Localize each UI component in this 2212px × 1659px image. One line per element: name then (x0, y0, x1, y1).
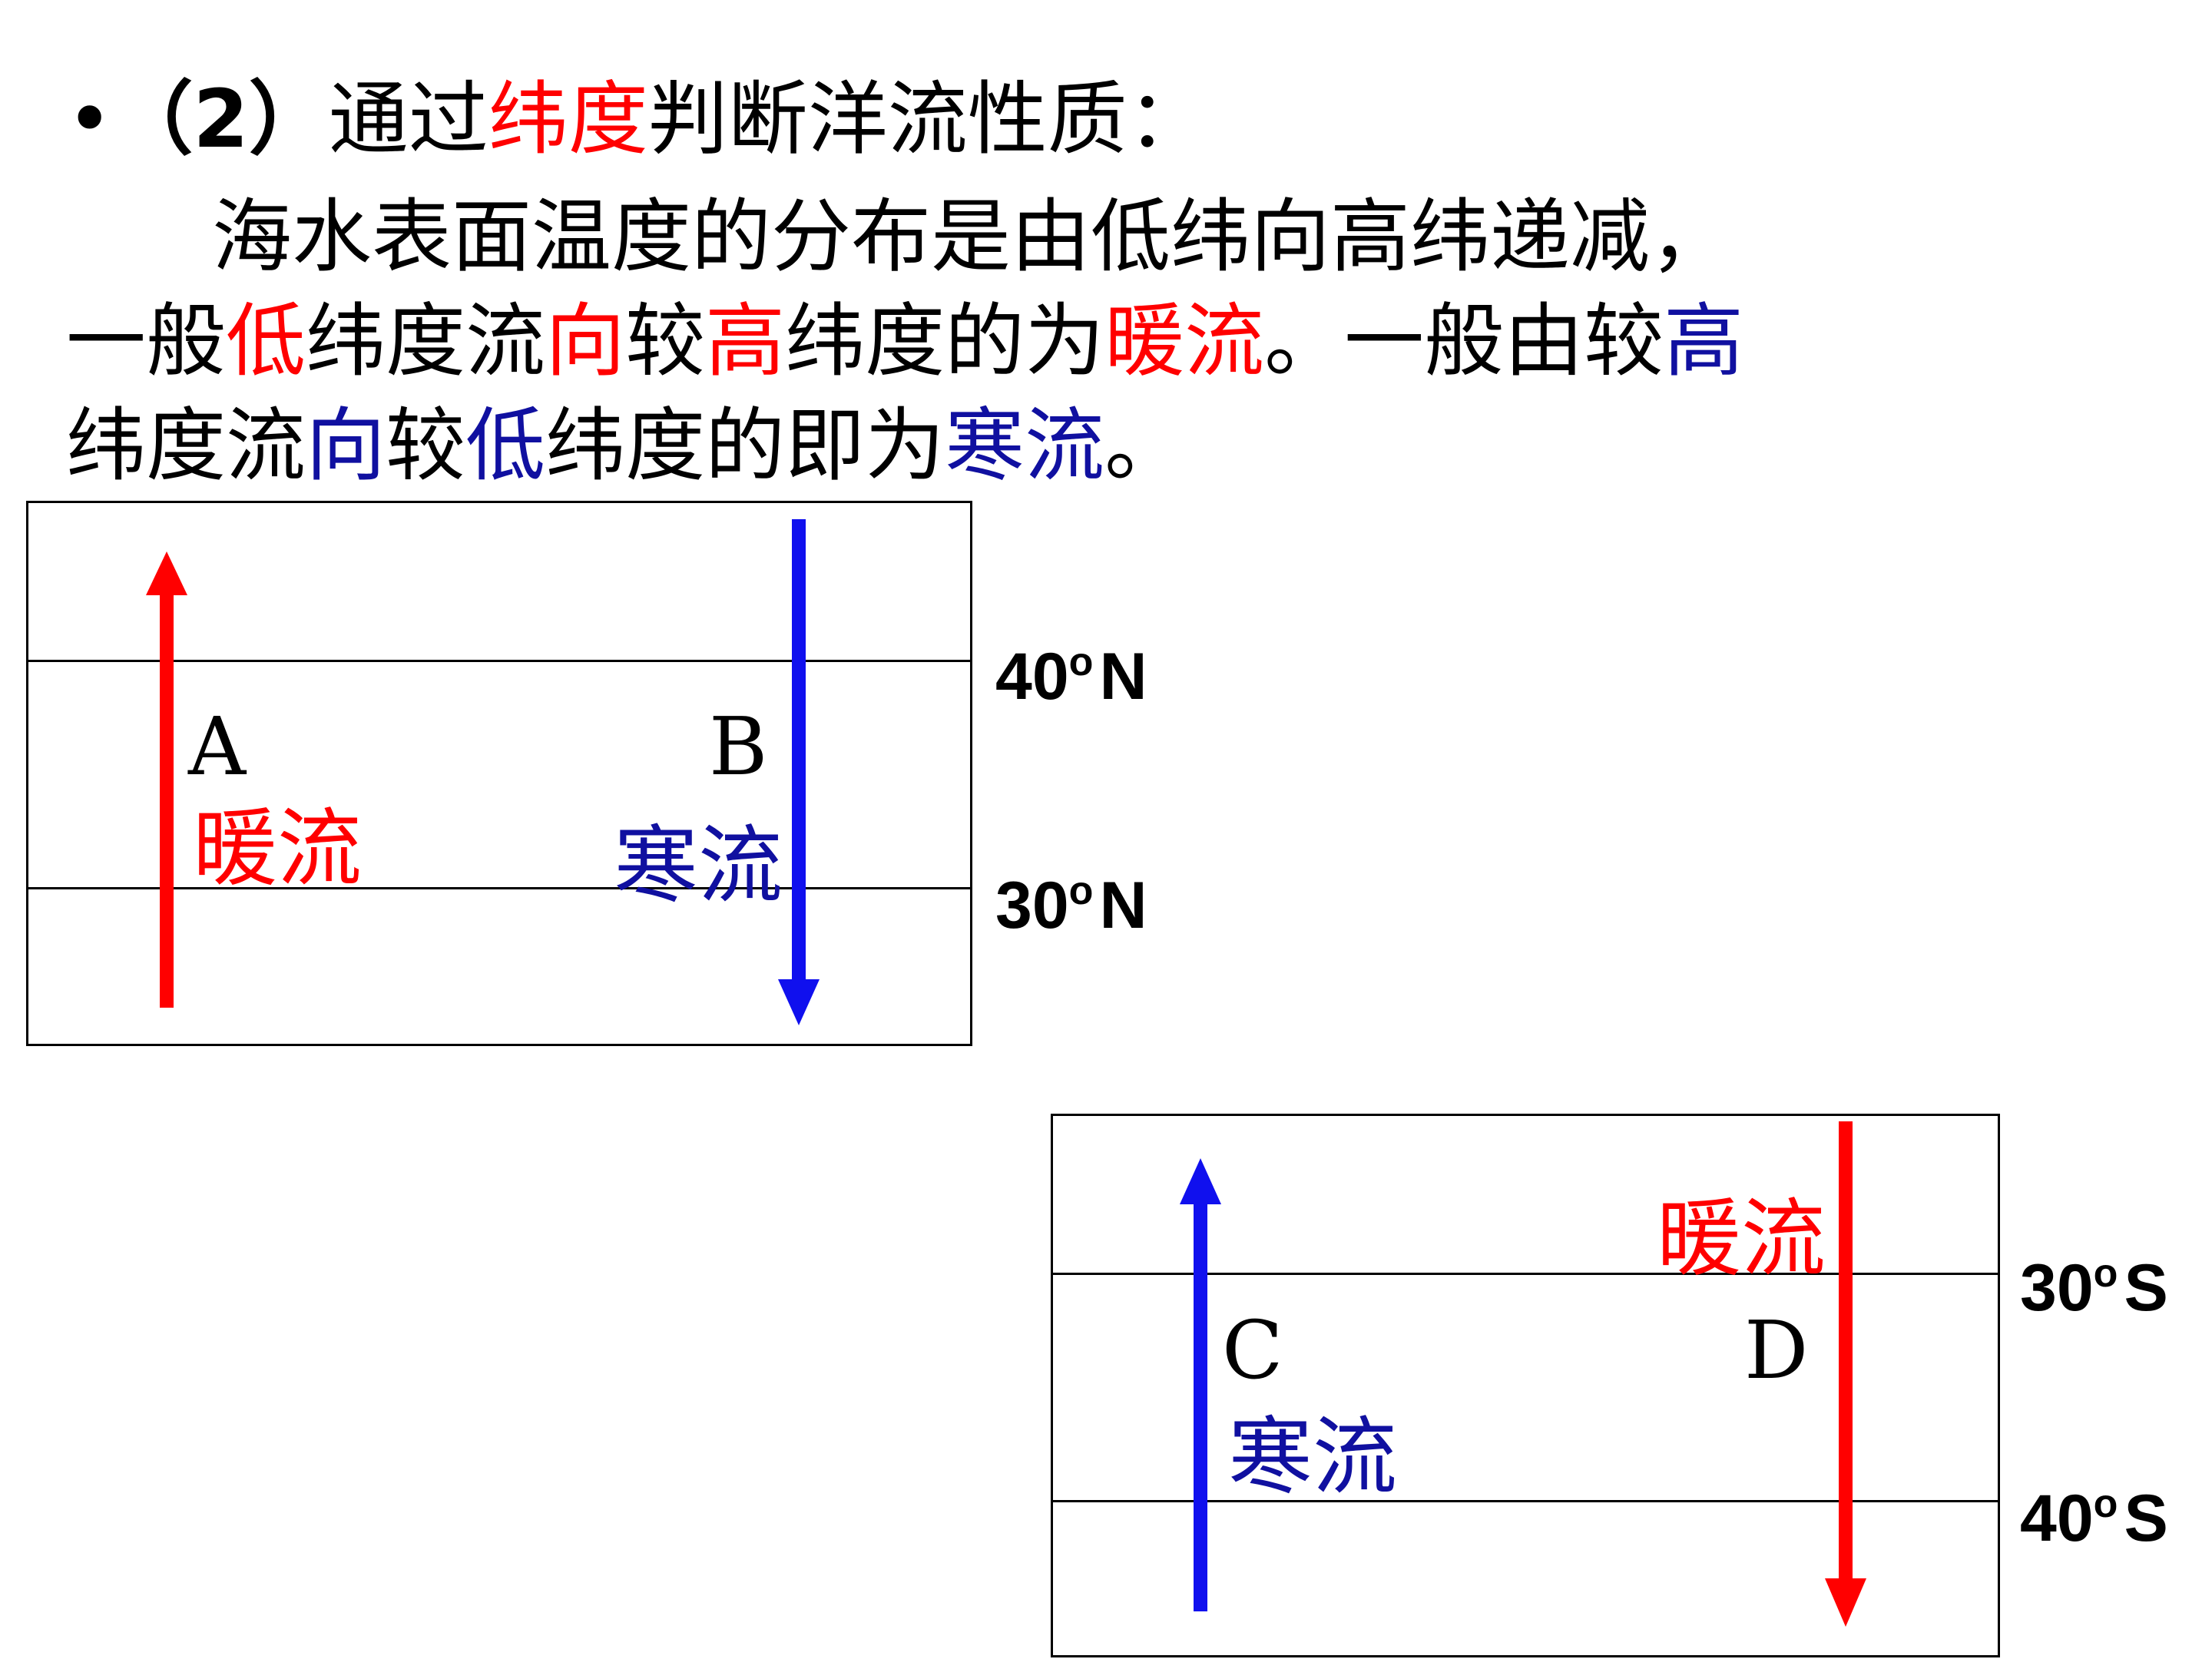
latitude-label-40s: 40oS (2020, 1482, 2168, 1556)
section-heading: •（2）通过纬度判断洋流性质： (66, 69, 1207, 169)
paragraph-segment: 寒流 (945, 399, 1105, 492)
cold-current-arrow-c (1180, 1158, 1221, 1611)
latitude-line-40s (1053, 1500, 1998, 1502)
paragraph-segment: 纬度的即为 (545, 399, 945, 492)
current-letter-a: A (188, 700, 247, 793)
paragraph-segment: 纬度的为 (785, 294, 1105, 388)
paragraph-line-2: 一般低纬度流向较高纬度的为暖流。一般由较高 (66, 289, 2140, 393)
paragraph-segment: 向 (545, 294, 626, 388)
paragraph-segment: 暖流 (1104, 294, 1265, 388)
paragraph-segment: 较 (386, 399, 466, 492)
explanation-paragraph: 海水表面温度的分布是由低纬向高纬递减， 一般低纬度流向较高纬度的为暖流。一般由较… (66, 184, 2140, 498)
cold-current-arrow-b (778, 519, 820, 1025)
heading-pre: 通过 (328, 72, 488, 166)
heading-number: （2） (113, 72, 329, 166)
heading-post: 判断洋流性质： (647, 72, 1207, 166)
paragraph-segment: 。 (1104, 399, 1185, 492)
paragraph-segment: 高 (705, 294, 786, 388)
paragraph-segment: 一般 (66, 294, 227, 388)
paragraph-line-1: 海水表面温度的分布是由低纬向高纬递减， (66, 184, 2140, 289)
paragraph-segment: 纬度流 (66, 399, 306, 492)
paragraph-segment: 。一般由较 (1264, 294, 1664, 388)
current-label-b: 寒流 (614, 816, 783, 915)
heading-highlight: 纬度 (488, 72, 648, 166)
north-current-diagram: A 暖流 B 寒流 (26, 501, 972, 1046)
south-current-diagram: C 寒流 D 暖流 (1051, 1114, 2000, 1657)
warm-current-arrow-a (146, 551, 187, 1008)
paragraph-segment: 向 (306, 399, 386, 492)
paragraph-segment: 纬度流 (306, 294, 546, 388)
current-label-d: 暖流 (1657, 1190, 1826, 1288)
paragraph-segment: 较 (625, 294, 706, 388)
warm-current-arrow-d (1825, 1121, 1866, 1627)
current-letter-b: B (709, 700, 768, 793)
current-label-a: 暖流 (193, 800, 362, 898)
latitude-label-30n: 30oN (995, 869, 1147, 943)
paragraph-segment: 低 (465, 399, 546, 492)
paragraph-segment: 低 (226, 294, 306, 388)
paragraph-line-1-text: 海水表面温度的分布是由低纬向高纬递减， (212, 190, 1730, 283)
current-label-c: 寒流 (1228, 1408, 1397, 1506)
latitude-label-30s: 30oS (2020, 1251, 2168, 1326)
latitude-line-40n (28, 660, 970, 662)
current-letter-c: C (1222, 1303, 1283, 1397)
bullet: • (66, 72, 114, 166)
current-letter-d: D (1744, 1303, 1809, 1397)
paragraph-segment: 高 (1664, 294, 1744, 388)
latitude-line-30s (1053, 1273, 1998, 1275)
paragraph-line-3: 纬度流向较低纬度的即为寒流。 (66, 393, 2140, 498)
latitude-label-40n: 40oN (995, 640, 1147, 714)
latitude-line-30n (28, 887, 970, 889)
